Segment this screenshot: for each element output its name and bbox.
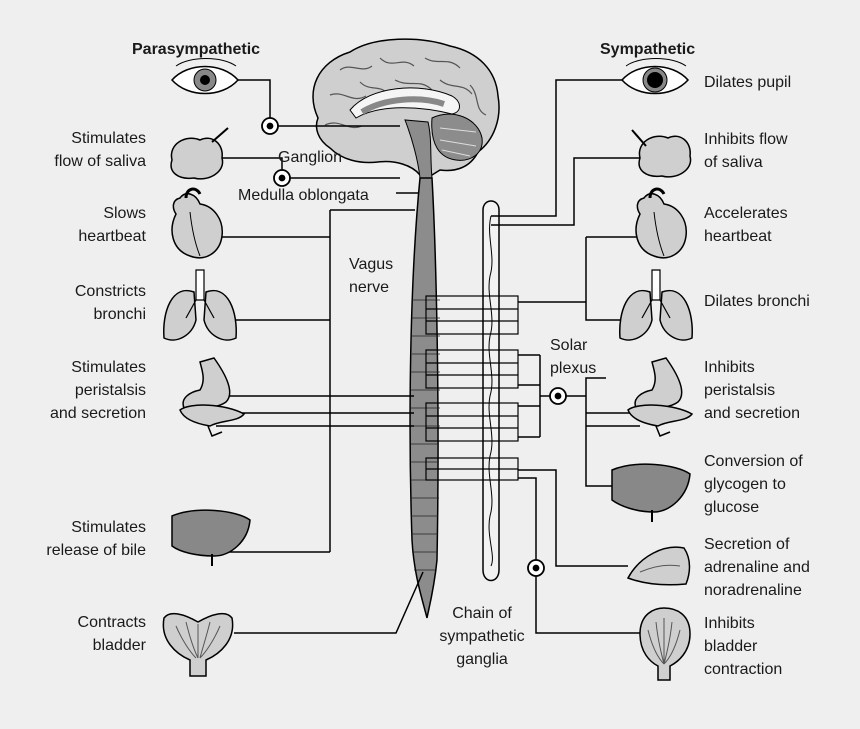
nerve-lines <box>208 79 640 634</box>
lungs-right <box>619 269 693 341</box>
symp-pupil-label: Dilates pupil <box>704 74 792 91</box>
para-peristalsis-label: Stimulates peristalsis and secretion <box>49 359 146 422</box>
symp-adrenaline-label: Secretion of adrenaline and noradrenalin… <box>704 536 810 599</box>
symp-peristalsis-label: Inhibits peristalsis and secretion <box>704 359 801 422</box>
symp-glycogen-label: Conversion of glycogen to glucose <box>704 453 803 516</box>
symp-saliva-label: Inhibits flow of saliva <box>704 131 788 171</box>
para-saliva-label: Stimulates flow of saliva <box>54 130 146 170</box>
liver-right <box>611 463 691 522</box>
vagus-nerve-label: Vagus nerve <box>349 256 394 296</box>
heart-left <box>171 187 223 259</box>
sympathetic-header: Sympathetic <box>600 41 696 58</box>
para-bile-label: Stimulates release of bile <box>46 519 146 559</box>
sympathetic-chain <box>482 200 500 582</box>
eye-left <box>170 58 240 95</box>
salivary-gland-left <box>170 127 229 180</box>
brain <box>312 38 500 179</box>
lungs-left <box>163 269 237 341</box>
solar-plexus-label: Solar plexus <box>550 337 597 377</box>
stomach-left <box>179 357 246 437</box>
ganglia <box>261 117 567 577</box>
stomach-right <box>627 357 694 437</box>
para-heart-label: Slows heartbeat <box>78 205 146 245</box>
bladder-left <box>162 612 234 677</box>
medulla-label: Medulla oblongata <box>238 187 369 204</box>
symp-heart-label: Accelerates heartbeat <box>704 205 788 245</box>
ganglion-label: Ganglion <box>278 149 343 166</box>
para-bronchi-label: Constricts bronchi <box>74 283 146 323</box>
adrenal-gland-right <box>626 546 691 586</box>
symp-bladder-label: Inhibits bladder contraction <box>704 615 783 678</box>
eye-right <box>620 58 690 95</box>
salivary-gland-right <box>631 129 692 178</box>
spinal-cord <box>409 177 440 619</box>
symp-bronchi-label: Dilates bronchi <box>704 293 810 310</box>
heart-right <box>635 187 687 259</box>
spinal-nerve-boxes <box>425 295 519 481</box>
liver-left <box>171 509 251 566</box>
parasympathetic-header: Parasympathetic <box>132 41 261 58</box>
bladder-right <box>639 607 691 681</box>
chain-label: Chain of sympathetic ganglia <box>439 605 525 668</box>
para-bladder-label: Contracts bladder <box>77 614 146 654</box>
